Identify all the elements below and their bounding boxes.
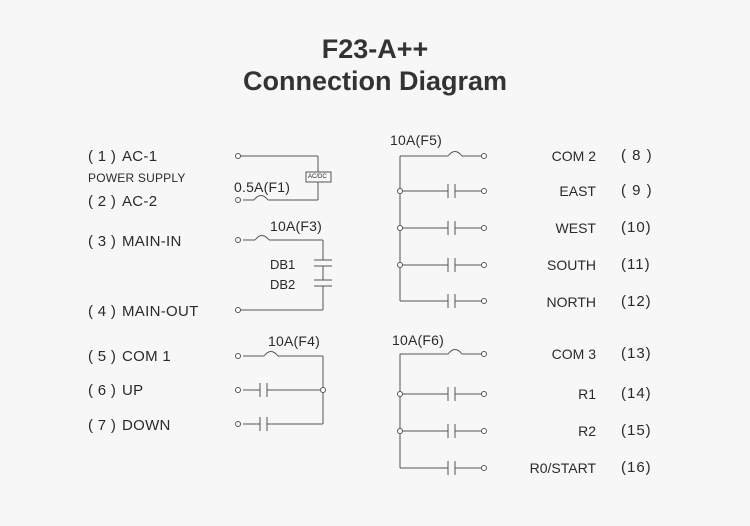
terminal-13-label: COM 3: [551, 346, 596, 362]
com2-circuit: [397, 151, 487, 308]
terminal-5-contact: [235, 353, 241, 359]
com3-circuit: [397, 349, 487, 475]
terminal-10-contact: [481, 225, 487, 231]
fuse-f5-symbol: [447, 151, 463, 157]
terminal-6-contact: [235, 387, 241, 393]
terminal-16-contact: [481, 465, 487, 471]
terminal-4-contact: [235, 307, 241, 313]
terminal-13-number: (13): [621, 345, 652, 362]
terminal-6-number: ( 6 ): [88, 382, 117, 399]
terminal-2-label: AC-2: [122, 193, 158, 210]
junction-up: [320, 387, 326, 393]
terminal-8-number: ( 8 ): [621, 147, 653, 164]
fuse-f3-symbol: [254, 235, 270, 241]
terminal-11-label: SOUTH: [547, 257, 596, 273]
power-supply-label: POWER SUPPLY: [88, 171, 186, 185]
com1-circuit: [235, 351, 326, 431]
db1-label: DB1: [270, 257, 296, 272]
fuse-f3-label: 10A(F3): [270, 218, 322, 234]
terminal-14-number: (14): [621, 385, 652, 402]
terminal-13-contact: [481, 351, 487, 357]
terminal-1-number: ( 1 ): [88, 148, 117, 165]
fuse-f5-label: 10A(F5): [390, 132, 442, 148]
terminal-12-label: NORTH: [546, 294, 596, 310]
fuse-f1-label: 0.5A(F1): [234, 179, 291, 195]
terminal-7-number: ( 7 ): [88, 417, 117, 434]
terminal-3-contact: [235, 237, 241, 243]
terminal-15-number: (15): [621, 422, 652, 439]
fuse-f6-symbol: [447, 349, 463, 355]
terminal-15-label: R2: [578, 423, 596, 439]
power-supply-circuit: [235, 153, 332, 203]
terminal-6-label: UP: [122, 382, 144, 399]
terminal-7-contact: [235, 421, 241, 427]
db2-label: DB2: [270, 277, 296, 292]
terminal-14-contact: [481, 391, 487, 397]
terminal-9-contact: [481, 188, 487, 194]
terminal-2-contact: [235, 197, 241, 203]
terminal-5-number: ( 5 ): [88, 348, 117, 365]
terminal-7-label: DOWN: [122, 417, 171, 434]
terminal-1-contact: [235, 153, 241, 159]
terminal-4-number: ( 4 ): [88, 303, 117, 320]
main-circuit: [235, 235, 332, 313]
terminal-10-number: (10): [621, 219, 652, 236]
terminal-15-contact: [481, 428, 487, 434]
terminal-1-label: AC-1: [122, 148, 158, 165]
diagram-title-model: F23-A++: [321, 34, 429, 64]
terminal-3-number: ( 3 ): [88, 233, 117, 250]
terminal-9-number: ( 9 ): [621, 182, 653, 199]
terminal-9-label: EAST: [559, 183, 596, 199]
terminal-11-number: (11): [621, 256, 651, 273]
terminal-3-label: MAIN-IN: [122, 233, 182, 250]
terminal-14-label: R1: [578, 386, 596, 402]
terminal-2-number: ( 2 ): [88, 193, 117, 210]
fuse-f6-label: 10A(F6): [392, 332, 444, 348]
terminal-16-label: R0/START: [529, 460, 596, 476]
terminal-16-number: (16): [621, 459, 652, 476]
acdc-label: AC/DC: [308, 174, 327, 180]
terminal-12-contact: [481, 298, 487, 304]
terminal-8-contact: [481, 153, 487, 159]
terminal-10-label: WEST: [555, 220, 596, 236]
terminal-8-label: COM 2: [551, 148, 596, 164]
fuse-f4-symbol: [263, 351, 279, 357]
terminal-4-label: MAIN-OUT: [122, 303, 199, 320]
fuse-f1-symbol: [253, 195, 269, 201]
diagram-title: Connection Diagram: [242, 66, 508, 96]
terminal-12-number: (12): [621, 293, 652, 310]
terminal-11-contact: [481, 262, 487, 268]
fuse-f4-label: 10A(F4): [268, 333, 320, 349]
terminal-5-label: COM 1: [122, 348, 172, 365]
